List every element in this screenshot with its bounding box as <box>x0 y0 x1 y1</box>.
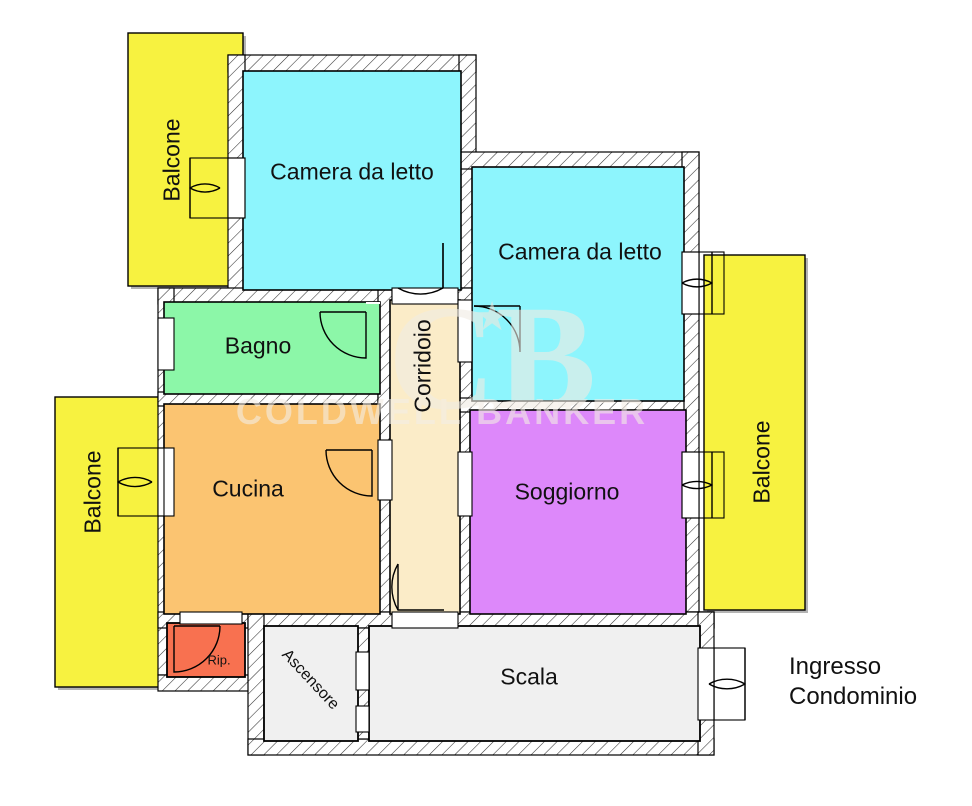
svg-text:★: ★ <box>474 295 510 339</box>
room-cucina <box>163 403 381 615</box>
room-camera-da-letto-1 <box>242 70 462 291</box>
balcony-ovest <box>54 396 166 688</box>
room-bagno <box>163 301 381 395</box>
room-scala <box>368 625 701 742</box>
room-ripostiglio <box>166 622 246 678</box>
room-camera-da-letto-2 <box>471 166 685 402</box>
watermark-monogram: CB <box>388 275 596 441</box>
watermark-coldwell-banker: ★ CB COLDWELL BANKER <box>236 275 648 441</box>
room-fills <box>163 70 701 742</box>
room-corridoio <box>389 299 461 615</box>
room-soggiorno <box>469 409 687 615</box>
balcony-nord-ovest <box>127 32 244 287</box>
balcony-est <box>703 254 806 611</box>
door-openings <box>157 157 715 733</box>
watermark-brand: COLDWELL BANKER <box>236 391 648 432</box>
room-ascensore <box>263 625 359 742</box>
door-swings <box>117 157 746 721</box>
